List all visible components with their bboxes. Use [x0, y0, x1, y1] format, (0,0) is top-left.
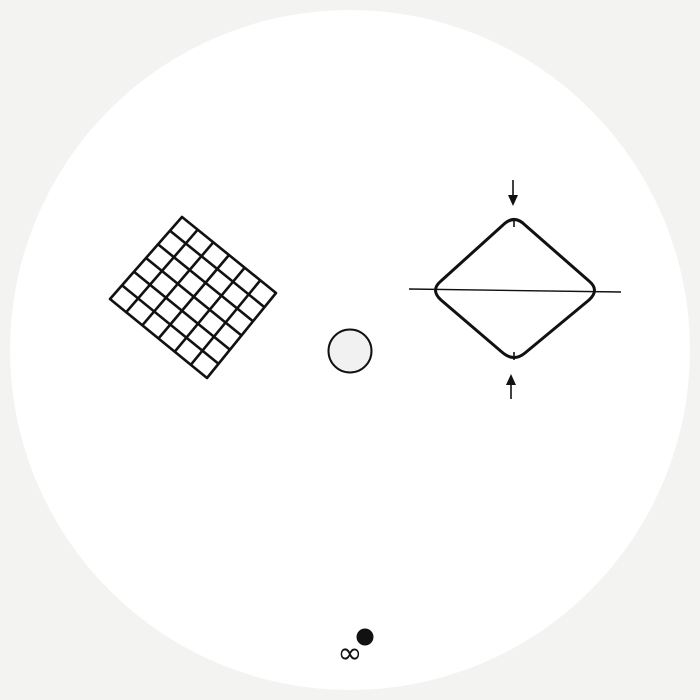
filled-dot-icon: [356, 628, 374, 646]
arrow-up-icon: [506, 374, 516, 399]
spindle-hole: [327, 328, 373, 374]
horizontal-axis-line: [408, 288, 622, 293]
tilted-square-grid-icon: [108, 215, 278, 380]
infinity-icon: ∞: [337, 636, 363, 671]
arrow-down-icon: [508, 180, 518, 206]
rounded-diamond-icon: [434, 218, 596, 359]
